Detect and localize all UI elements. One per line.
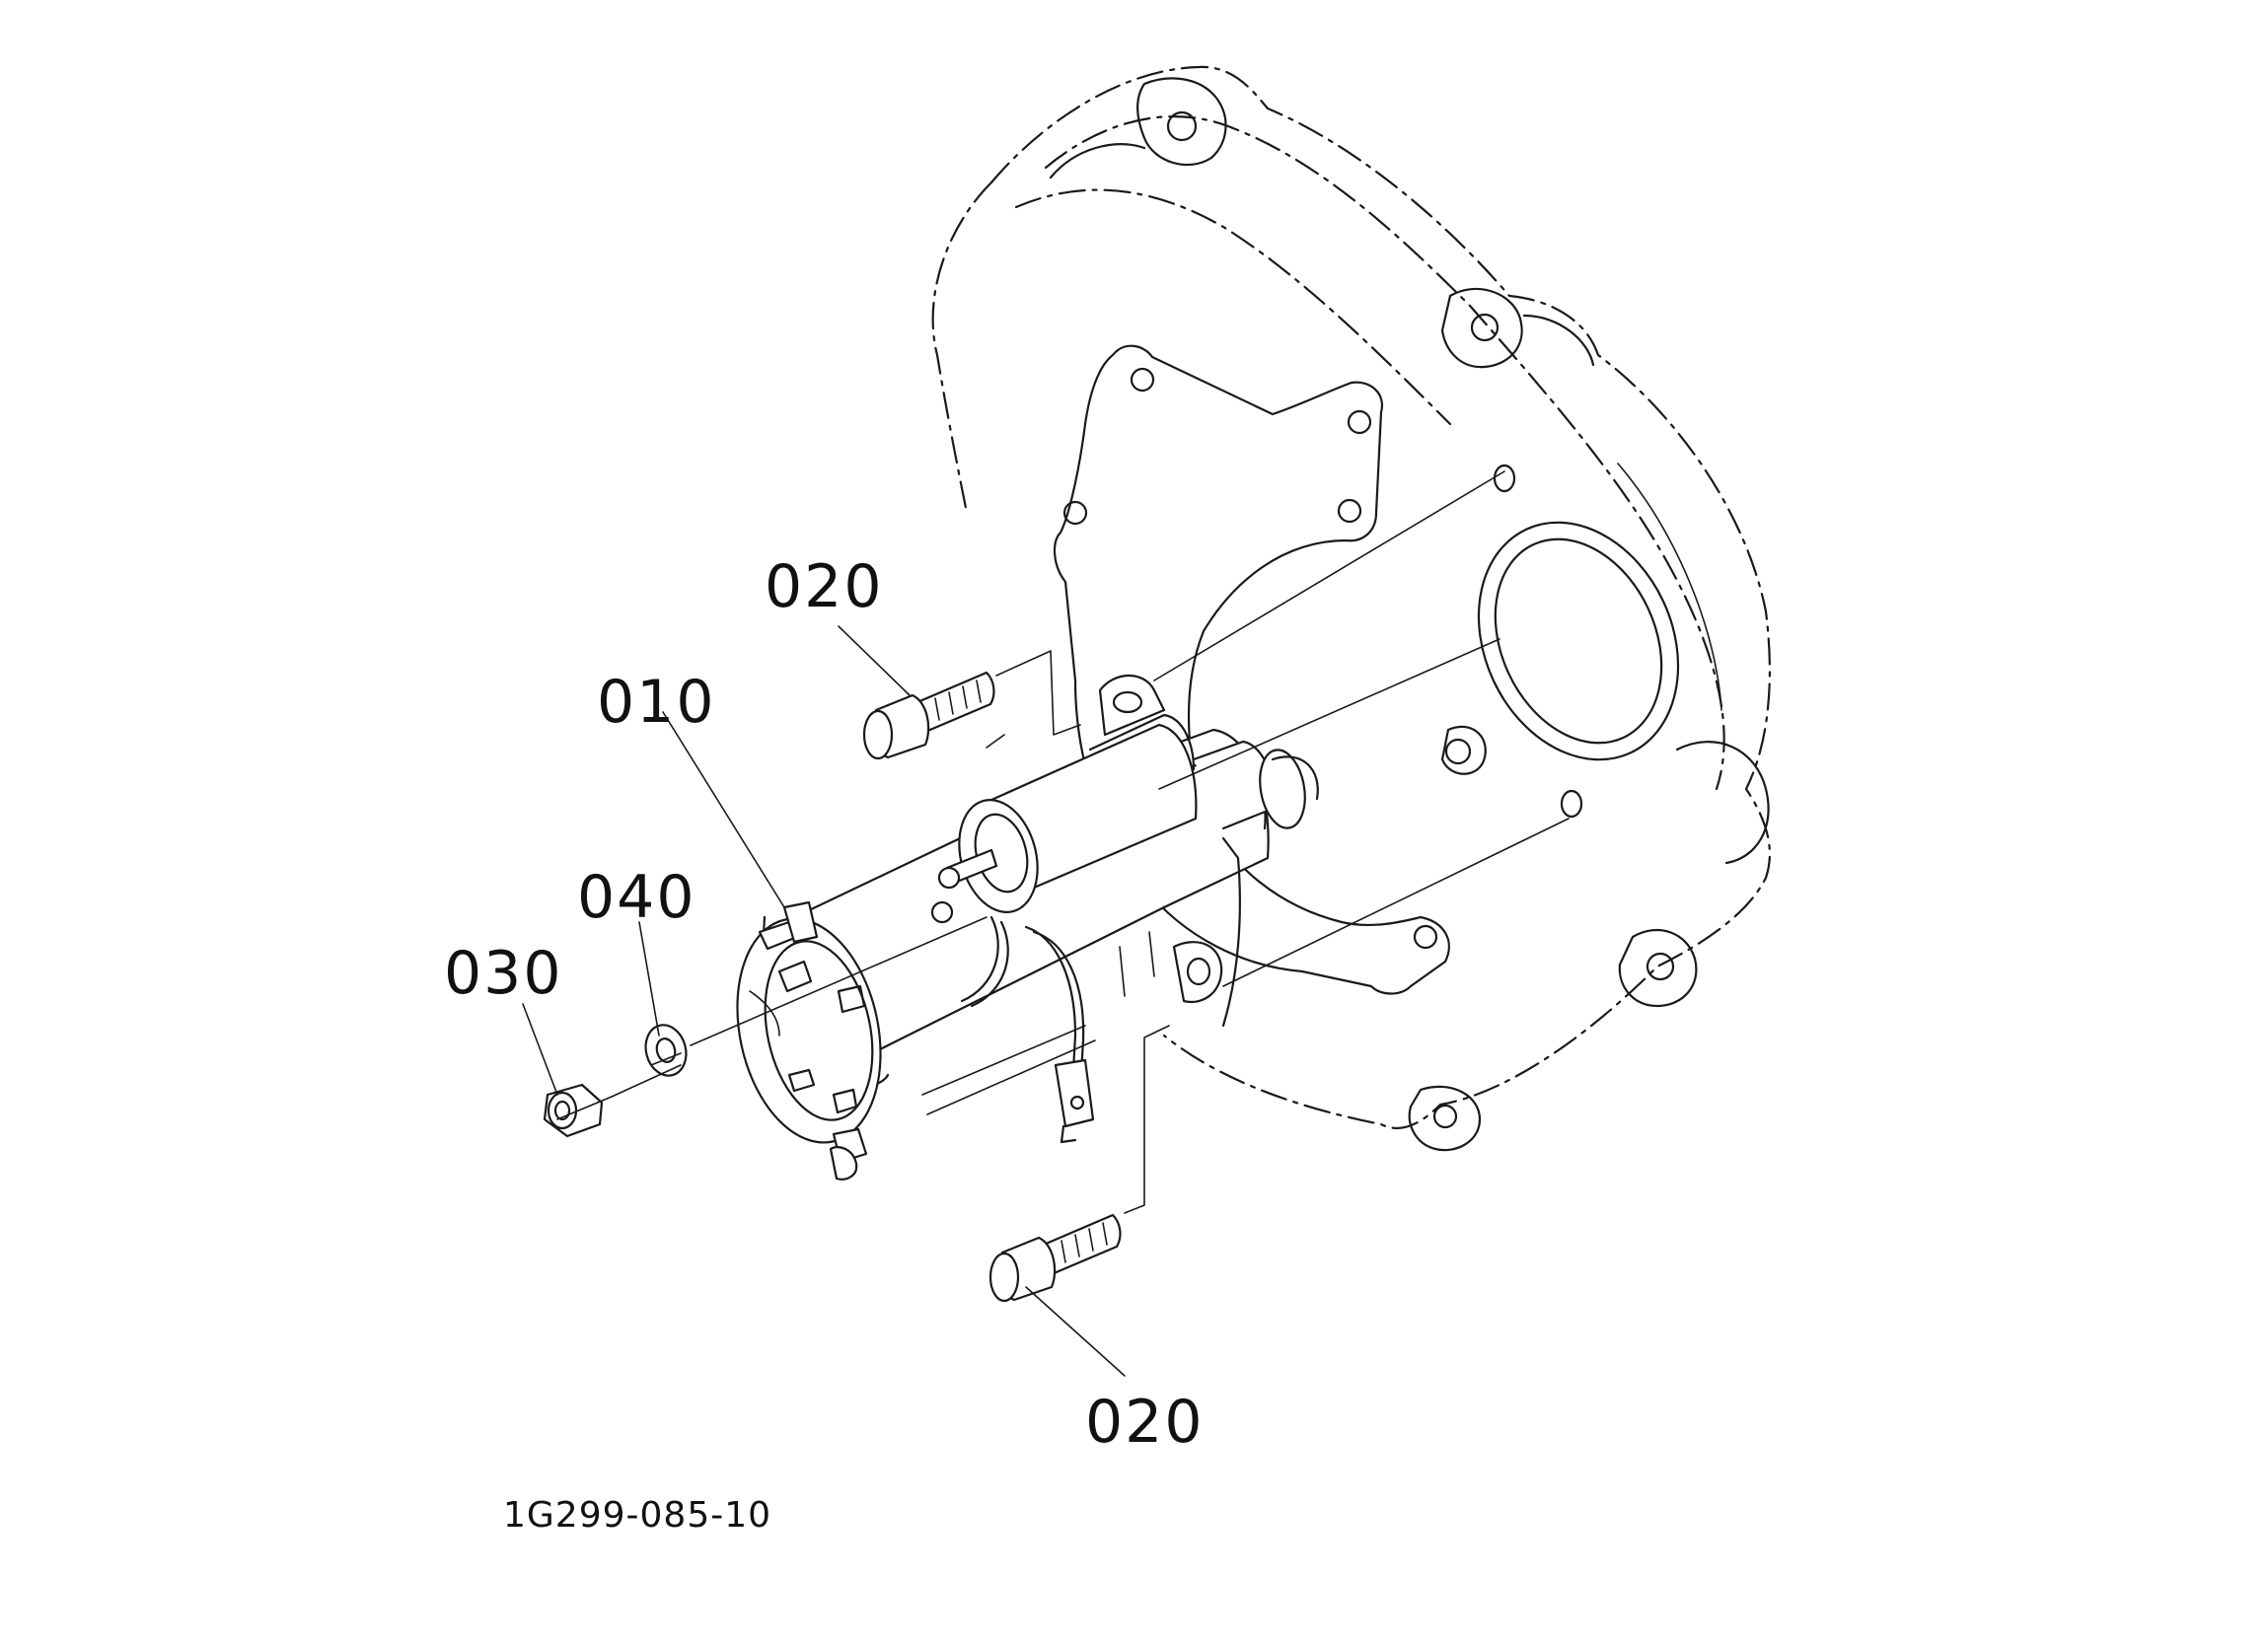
nut	[543, 1083, 604, 1138]
callout-leaders	[522, 625, 1126, 1377]
bolt-lower	[988, 1213, 1122, 1303]
label-020-lower: 020	[1085, 1388, 1205, 1457]
label-040: 040	[577, 863, 696, 932]
bolt-upper	[862, 671, 995, 760]
label-010: 010	[597, 668, 716, 737]
label-030: 030	[444, 939, 563, 1008]
starter-motor	[736, 675, 1319, 1181]
center-lines	[556, 470, 1570, 1214]
flywheel-housing	[931, 65, 1772, 1152]
drawing-code: 1G299-085-10	[503, 1495, 771, 1536]
label-020-upper: 020	[765, 552, 884, 621]
